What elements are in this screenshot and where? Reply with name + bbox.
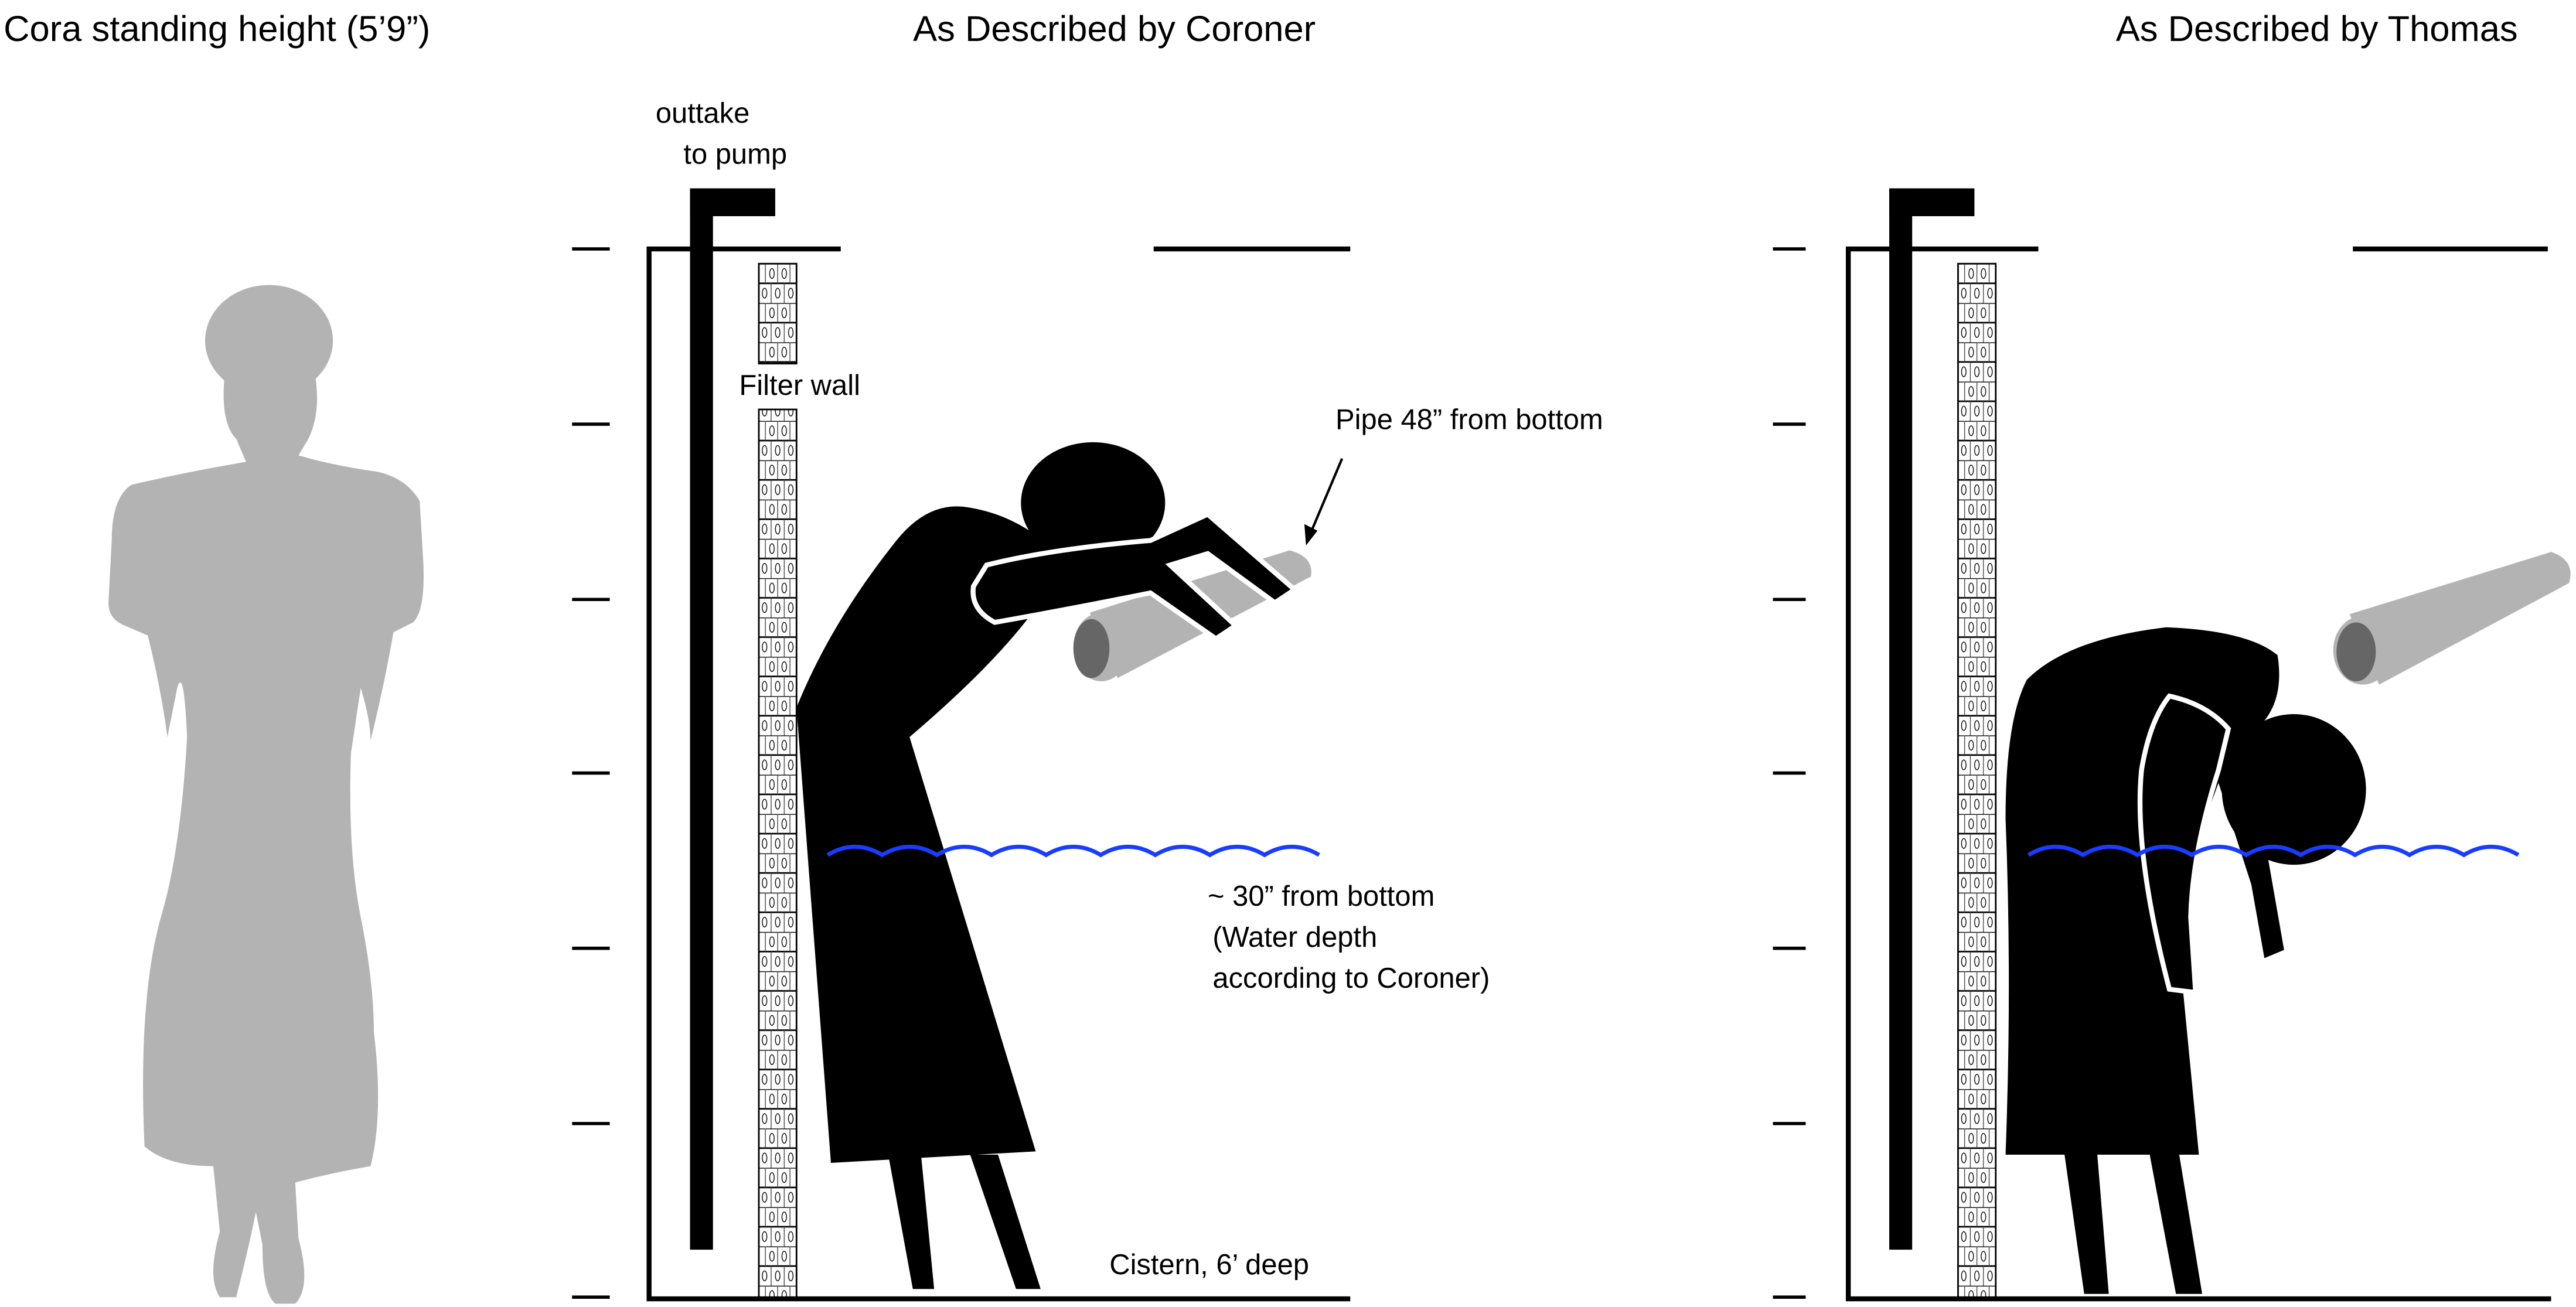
outtake-label-2: to pump <box>683 139 787 170</box>
cistern-outline-thomas <box>1845 246 2551 1302</box>
outtake-pipe <box>690 188 775 1250</box>
cistern-outline <box>646 246 1351 1302</box>
cora-silhouette <box>108 285 424 1304</box>
outtake-label: outtake <box>656 98 749 129</box>
water-line-coroner <box>826 845 1320 858</box>
coroner-panel: outtake to pump Filter wall Pipe 48” fro… <box>646 98 1603 1302</box>
pipe-arrow-icon <box>1304 458 1344 545</box>
water-depth-label-2: (Water depth <box>1212 922 1377 953</box>
pipe-label: Pipe 48” from bottom <box>1335 404 1603 435</box>
water-depth-label: ~ 30” from bottom <box>1208 881 1434 912</box>
cora-figure-thomas <box>2005 627 2366 1294</box>
pipe-thomas <box>2333 552 2571 685</box>
filter-wall-thomas <box>1957 262 1997 1298</box>
water-depth-label-3: according to Coroner) <box>1212 963 1490 994</box>
water-line-thomas <box>2027 845 2520 858</box>
height-scale-left <box>572 247 610 1299</box>
filter-wall-label: Filter wall <box>739 370 860 401</box>
title-coroner: As Described by Coroner <box>913 9 1316 49</box>
title-thomas: As Described by Thomas <box>2116 9 2518 49</box>
title-cora-height: Cora standing height (5’9”) <box>4 9 430 49</box>
height-scale-right <box>1773 247 1806 1299</box>
outtake-pipe-thomas <box>1889 188 1975 1250</box>
thomas-panel <box>1845 188 2571 1302</box>
filter-wall <box>758 262 798 1298</box>
cistern-label: Cistern, 6’ deep <box>1109 1249 1309 1281</box>
cora-figure-coroner <box>796 442 1299 1289</box>
